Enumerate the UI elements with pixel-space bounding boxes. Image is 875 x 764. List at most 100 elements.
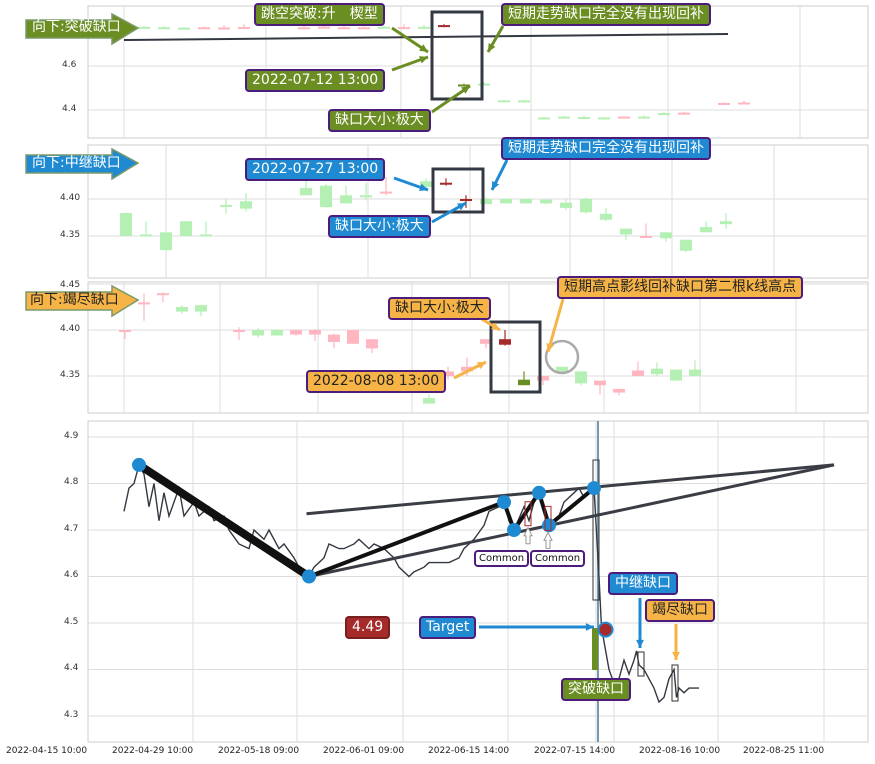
zigzag-segment	[512, 491, 541, 532]
continuation-gap-box	[637, 651, 645, 677]
pointer-arrow-head	[488, 43, 496, 52]
candle-body	[252, 330, 264, 336]
continuation-arrow-head	[636, 639, 644, 648]
gap-marker-box	[592, 459, 600, 601]
candle-body	[600, 213, 612, 220]
gap-size-label: 缺口大小:极大	[328, 109, 431, 132]
candle-body	[178, 27, 190, 30]
p1-ytick: 4.6	[62, 60, 77, 70]
candle-body	[195, 305, 207, 312]
candle-body	[594, 380, 606, 386]
candle-body	[518, 379, 530, 386]
candle-body	[318, 26, 330, 29]
common-gap-label: Common	[530, 550, 586, 567]
gap-box	[431, 167, 485, 214]
candle-body	[518, 100, 530, 103]
p3-ytick: 4.35	[60, 370, 81, 380]
main-ytick: 4.8	[64, 477, 79, 487]
candle-body	[198, 27, 210, 30]
candle-body	[460, 199, 472, 201]
price-label: 4.49	[345, 616, 391, 639]
candle-body	[380, 191, 392, 194]
p3-ytick: 4.40	[60, 324, 81, 334]
candle-body	[328, 334, 340, 342]
continuation-gap-label: 中继缺口	[608, 572, 678, 595]
zigzag-segment	[308, 500, 505, 579]
pivot-point	[132, 457, 146, 472]
pivot-point	[532, 485, 546, 500]
breakaway-gap-label: 突破缺口	[561, 678, 631, 701]
pointer-arrow-head	[419, 183, 428, 191]
candle-body	[718, 102, 730, 105]
candle-body	[271, 330, 283, 336]
main-plot-frame	[87, 420, 869, 743]
pointer-arrow-head	[461, 86, 470, 94]
main-ytick: 4.4	[64, 663, 79, 673]
candle-body	[218, 27, 230, 30]
candle-body	[461, 366, 473, 372]
wedge-trendline	[306, 463, 835, 516]
exhaustion-gap-box	[671, 664, 679, 702]
candle-body	[537, 376, 549, 381]
candle-body	[320, 185, 332, 208]
x-tick: 2022-07-15 14:00	[534, 746, 616, 756]
pointer-arrow-head	[457, 203, 466, 211]
candle-body	[678, 112, 690, 115]
candle-body	[660, 232, 672, 239]
candle-body	[618, 116, 630, 119]
candle-body	[233, 330, 245, 332]
candle-body	[360, 195, 372, 198]
gap-box	[489, 320, 542, 394]
candle-body	[700, 227, 712, 233]
x-tick: 2022-04-15 10:00	[6, 746, 88, 756]
candle-body	[240, 201, 252, 209]
exhaustion-gap-label: 竭尽缺口	[645, 599, 715, 622]
candle-body	[290, 330, 302, 335]
candle-body	[538, 117, 550, 120]
candle-body	[640, 236, 652, 238]
x-tick: 2022-05-18 09:00	[218, 746, 300, 756]
target-arrow-head	[585, 623, 594, 631]
zigzag-segment	[136, 461, 312, 580]
pointer-arrow-head	[546, 343, 554, 352]
candle-body	[423, 398, 435, 404]
candle-body	[176, 307, 188, 312]
candle-body	[658, 113, 670, 116]
p1-ytick: 4.4	[62, 104, 77, 114]
date-label: 2022-07-12 13:00	[245, 69, 386, 92]
candle-body	[160, 232, 172, 251]
target-point	[597, 621, 614, 638]
candle-body	[632, 370, 644, 376]
p3-ytick: 4.45	[60, 280, 81, 290]
candle-body	[309, 330, 321, 335]
candle-body	[613, 388, 625, 393]
candle-body	[680, 239, 692, 251]
pointer-arrow-head	[491, 322, 500, 330]
candle-body	[500, 199, 512, 204]
pivot-point	[507, 523, 521, 537]
candle-body	[520, 199, 532, 204]
x-tick: 2022-08-25 11:00	[743, 746, 825, 756]
candle-body	[651, 368, 663, 375]
breakaway-tag: 向下:突破缺口	[32, 19, 121, 35]
date-label: 2022-08-08 13:00	[306, 370, 447, 393]
candle-body	[638, 116, 650, 119]
candle-body	[340, 195, 352, 204]
pointer-arrow	[546, 298, 565, 353]
candle-body	[540, 199, 552, 204]
candle-body	[347, 330, 359, 344]
candle-body	[378, 26, 390, 29]
candle-body	[620, 228, 632, 235]
x-tick: 2022-06-01 09:00	[323, 746, 405, 756]
pointer-arrow-head	[477, 362, 486, 370]
candle-body	[575, 371, 587, 384]
candle-body	[558, 116, 570, 119]
x-tick: 2022-08-16 10:00	[639, 746, 721, 756]
common-gap-arrow	[523, 526, 533, 545]
candle-body	[366, 339, 378, 349]
common-gap-box	[524, 501, 532, 527]
gap-box	[430, 10, 484, 101]
x-tick: 2022-04-29 10:00	[112, 746, 194, 756]
tag-arrow-shape	[25, 12, 140, 46]
